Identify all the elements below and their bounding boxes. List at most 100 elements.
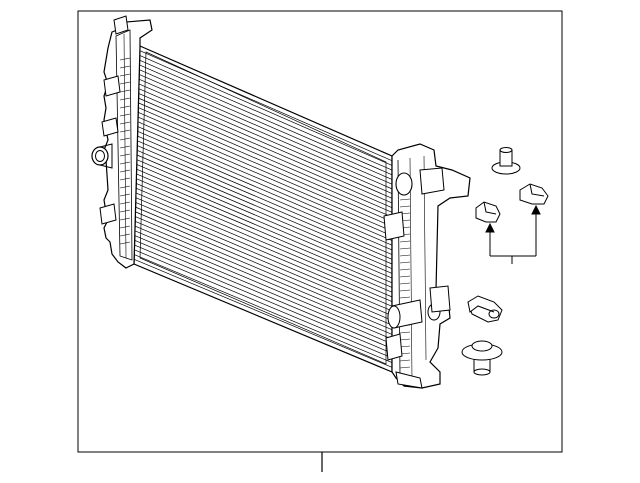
radiator-fin [135,221,393,331]
radiator-fin [139,64,393,176]
left-tank-rib [119,241,131,245]
left-tank-rib [119,161,131,165]
radiator-fin [139,59,393,171]
radiator-fin [135,202,393,312]
left-tank-rib [119,217,131,221]
radiator-fin [134,249,393,359]
radiator-fin [135,206,393,316]
radiator-fin [135,192,393,302]
radiator-fin [136,178,393,288]
radiator-fin [137,145,393,255]
radiator-fin [139,50,393,162]
right-tank-rib [399,331,411,334]
right-tank-rib [399,254,411,257]
radiator-fin [134,244,393,354]
radiator-fin [139,55,393,166]
right-tank-rib [399,289,411,292]
right-tank-rib [399,205,411,208]
radiator-fin [135,216,393,326]
left-tank-rib [119,177,131,181]
left-tank-rib [119,137,131,141]
radiator-right-tank [383,143,471,389]
radiator-fin [139,74,393,185]
radiator-fin [137,121,393,232]
radiator-fin [136,164,393,274]
left-tank-rib [119,185,131,189]
radiator-fin [137,116,393,227]
radiator-fin [134,239,393,349]
radiator-fin [137,140,393,251]
left-tank-rib [119,121,131,125]
right-tank-rib [399,282,411,285]
left-tank-rib [119,209,131,213]
radiator-fin [136,183,393,293]
radiator-fin [136,154,393,265]
radiator-fin [135,187,393,298]
radiator-fin [138,78,393,190]
radiator-fin [138,112,393,223]
right-tank-rib [399,240,411,243]
radiator-inlet-pipe [91,143,113,169]
upper-bracket-left [475,201,501,223]
radiator-fin [137,130,393,241]
left-tank-rib [119,145,131,149]
diagram-frame [77,10,563,453]
radiator-fin [134,235,393,345]
right-tank-rib [399,247,411,250]
left-tank-ribs [119,57,131,245]
right-tank-rib [399,366,411,369]
upper-bracket-right [519,183,549,205]
radiator-fin [138,93,393,204]
radiator-core-inner-border [139,51,387,365]
radiator-fin [138,107,393,218]
radiator-fin [138,88,393,199]
left-tank-rib [119,65,131,69]
radiator-fin [134,225,393,335]
left-tank-rib [119,81,131,85]
left-tank-rib [119,193,131,197]
left-tank-rib [119,129,131,133]
left-tank-rib [119,153,131,157]
radiator-fin [135,197,393,307]
radiator-fin [139,69,393,180]
radiator-fin [137,135,393,246]
left-tank-rib [119,73,131,77]
radiator-core [133,45,393,373]
right-tank-rib [399,198,411,201]
right-tank-rib [399,338,411,341]
right-tank-rib [399,261,411,264]
radiator-fins [133,50,393,368]
radiator-fin [134,230,393,340]
left-tank-rib [119,113,131,117]
radiator-fin [136,173,393,284]
radiator-fin [138,97,393,208]
radiator-fin [137,126,393,237]
right-tank-rib [399,296,411,299]
radiator-fin [136,159,393,270]
left-tank-rib [119,233,131,237]
bracket-callout [485,204,541,264]
radiator-fin [134,254,393,363]
radiator [91,15,471,389]
left-tank-rib [119,57,131,61]
left-tank-rib [119,225,131,229]
radiator-fin [138,83,393,194]
lower-bracket [467,295,503,323]
radiator-fin [136,168,393,279]
upper-grommet [491,147,521,175]
left-tank-rib [119,201,131,205]
radiator-fin [135,211,393,321]
lower-bushing [461,340,503,376]
left-tank-rib [119,105,131,109]
right-tank-rib [399,359,411,362]
left-tank-rib [119,169,131,173]
radiator-left-tank [99,15,153,269]
radiator-fin [138,102,393,213]
radiator-fin [136,149,393,260]
right-tank-rib [399,275,411,278]
left-tank-rib [119,97,131,101]
left-tank-rib [119,89,131,93]
right-tank-rib [399,268,411,271]
radiator-fin [133,258,393,368]
